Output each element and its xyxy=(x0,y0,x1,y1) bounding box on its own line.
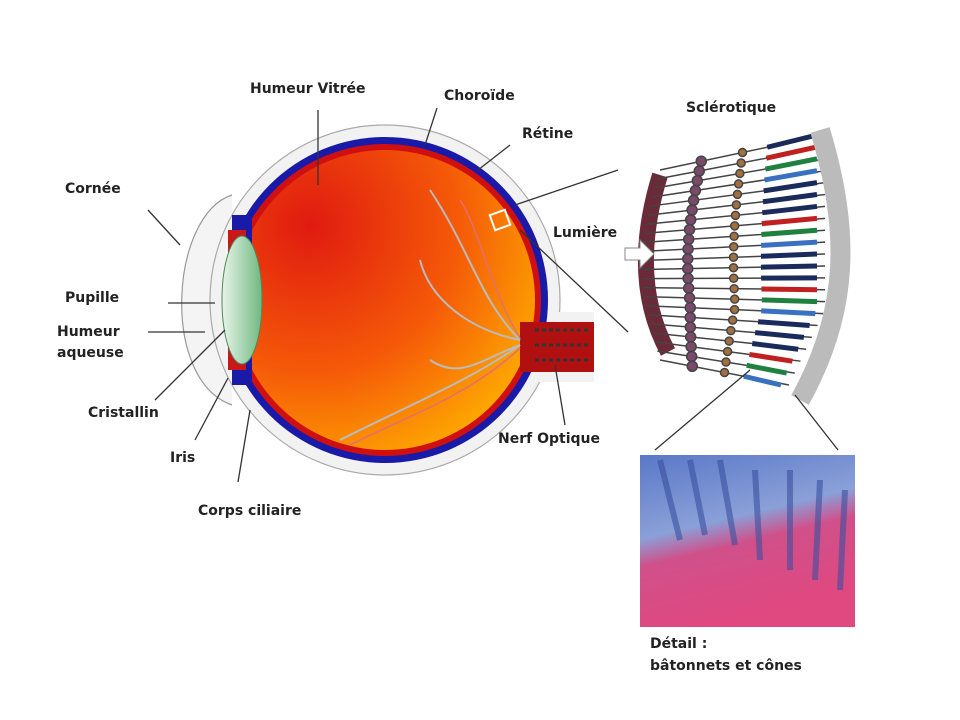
ganglion-cell xyxy=(695,155,707,167)
bipolar-cell xyxy=(728,273,739,283)
photoreceptor xyxy=(757,319,810,328)
bipolar-cell xyxy=(737,147,748,158)
bipolar-cell xyxy=(729,283,739,294)
label-choroide: Choroïde xyxy=(444,88,515,104)
label-humeur-aqueuse-2: aqueuse xyxy=(57,345,124,361)
photoreceptor xyxy=(751,341,799,352)
lens xyxy=(221,235,263,365)
label-iris: Iris xyxy=(170,450,195,466)
ganglion-cell xyxy=(683,292,696,304)
ganglion-cell xyxy=(691,175,704,187)
ganglion-cell xyxy=(682,272,694,285)
photoreceptor xyxy=(766,132,818,150)
bipolar-cell xyxy=(729,304,740,315)
ganglion-cell xyxy=(689,184,702,197)
photoreceptor xyxy=(761,227,818,237)
bipolar-cell xyxy=(733,179,744,189)
vitreous-humor xyxy=(235,150,535,450)
retina-detail xyxy=(624,127,851,405)
bipolar-cell xyxy=(728,242,739,252)
ganglion-cell xyxy=(693,165,705,177)
photoreceptor xyxy=(754,330,805,340)
ganglion-cell xyxy=(684,331,697,343)
ganglion-cell xyxy=(684,321,697,333)
ganglion-cell xyxy=(685,340,697,353)
photoreceptor xyxy=(760,251,818,259)
label-detail: Détail : xyxy=(650,636,707,652)
photoreceptor xyxy=(762,192,818,205)
eyeball xyxy=(181,124,594,476)
ganglion-cell xyxy=(682,253,694,265)
photoreceptor xyxy=(749,351,793,364)
label-sclerotique: Sclérotique xyxy=(686,100,776,116)
bipolar-cell xyxy=(729,294,740,304)
ganglion-cell xyxy=(684,311,696,324)
photoreceptor xyxy=(761,297,818,305)
label-nerf-optique: Nerf Optique xyxy=(498,431,600,447)
bipolar-cell xyxy=(726,325,736,336)
photoreceptor xyxy=(761,215,818,227)
photoreceptor xyxy=(762,203,818,216)
bipolar-cell xyxy=(727,315,738,325)
ganglion-cell xyxy=(684,301,697,314)
label-humeur-vitree: Humeur Vitrée xyxy=(250,81,366,97)
photoreceptor xyxy=(765,144,818,161)
bipolar-cell xyxy=(728,262,739,273)
label-corps-ciliaire: Corps ciliaire xyxy=(198,503,301,519)
leader-lines xyxy=(147,107,566,483)
ganglion-cell xyxy=(682,262,694,275)
photoreceptor xyxy=(764,156,818,172)
photoreceptor xyxy=(760,263,818,270)
label-batonnets-cones: bâtonnets et cônes xyxy=(650,658,802,674)
retina-detail-marker xyxy=(488,208,512,232)
ganglion-cell xyxy=(682,243,694,255)
bipolar-cell xyxy=(735,168,745,179)
bipolar-cell xyxy=(719,367,730,378)
bipolar-cell xyxy=(728,252,739,263)
retinal-vessels xyxy=(339,189,521,441)
photoreceptor xyxy=(746,362,788,376)
photoreceptor xyxy=(761,308,816,317)
ganglion-cell xyxy=(687,194,700,207)
photoreceptor xyxy=(763,180,818,194)
bipolar-cell xyxy=(736,158,746,168)
photoreceptor xyxy=(760,239,818,248)
bipolar-cell xyxy=(730,210,741,221)
photoreceptor xyxy=(764,168,818,183)
label-lumiere: Lumière xyxy=(553,225,617,241)
ganglion-cell xyxy=(686,360,698,372)
ganglion-cell xyxy=(682,282,695,294)
bipolar-cell xyxy=(729,231,739,242)
photoreceptor xyxy=(743,373,782,388)
bipolar-cell xyxy=(721,357,731,367)
light-arrow xyxy=(624,238,655,270)
ganglion-cell xyxy=(686,204,698,216)
bipolar-cell xyxy=(722,346,733,357)
label-cristallin: Cristallin xyxy=(88,405,159,421)
label-humeur-aqueuse-1: Humeur xyxy=(57,324,120,340)
ganglion-cell xyxy=(682,233,695,246)
ganglion-cell xyxy=(683,223,696,236)
label-retine: Rétine xyxy=(522,126,573,142)
bipolar-cell xyxy=(724,336,734,346)
ganglion-cell xyxy=(684,214,697,226)
bipolar-cell xyxy=(729,221,740,231)
label-pupille: Pupille xyxy=(65,290,119,306)
bipolar-cell xyxy=(731,200,742,210)
label-cornee: Cornée xyxy=(65,181,121,197)
bipolar-cell xyxy=(732,189,743,200)
ganglion-cell xyxy=(685,350,698,363)
photoreceptor xyxy=(761,286,818,293)
